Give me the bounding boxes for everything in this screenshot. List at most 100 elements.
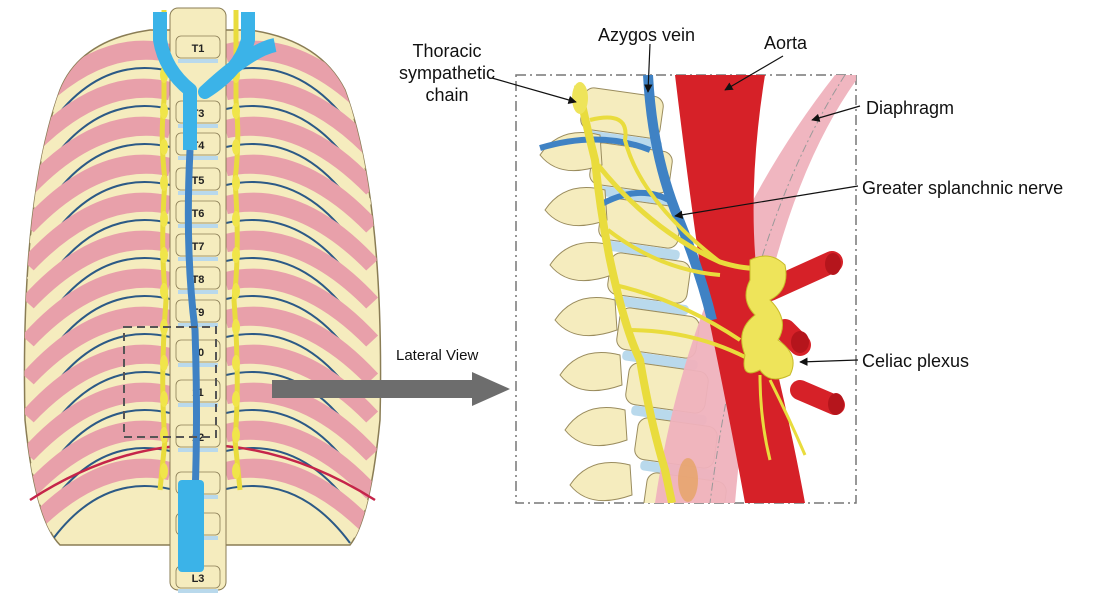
rib-bone	[225, 249, 374, 323]
label-aorta: Aorta	[764, 33, 808, 53]
sympathetic-ganglion-low	[678, 458, 698, 502]
ganglion	[232, 391, 240, 407]
ganglion	[160, 139, 168, 155]
rib-bone	[225, 135, 374, 209]
greater-splanchnic-nerve	[596, 163, 766, 271]
plexus-branches	[758, 374, 807, 461]
ganglion	[160, 283, 168, 299]
leader-diaphragm	[811, 105, 861, 122]
label-lateral-view: Lateral View	[396, 347, 479, 364]
rib-bone	[26, 135, 171, 209]
splanchnic-root-1	[589, 115, 722, 264]
rib-muscle	[223, 78, 379, 161]
rib-bone	[26, 363, 171, 437]
intervertebral-disc	[178, 124, 218, 128]
leader-sympathetic-chain	[491, 77, 577, 104]
intervertebral-disc	[178, 589, 218, 593]
intervertebral-disc	[178, 59, 218, 63]
rib-muscle	[223, 154, 379, 237]
rib-bone	[225, 211, 374, 285]
rib-bone	[26, 173, 171, 247]
rib-bone	[26, 439, 171, 513]
leader-celiac-plexus	[799, 357, 859, 366]
rib-bone	[26, 249, 171, 323]
ganglion	[160, 391, 168, 407]
intercostal-vessel	[49, 485, 171, 544]
ganglion	[160, 211, 168, 227]
leader-lines	[491, 43, 861, 366]
rib-bone	[26, 287, 171, 361]
ganglion	[232, 355, 240, 371]
vertebra-label: T5	[192, 175, 205, 187]
vertebra-label: L3	[192, 573, 205, 585]
rib-bone	[26, 401, 171, 475]
label-celiac-plexus: Celiac plexus	[862, 351, 970, 371]
sympathetic-ganglion-top	[572, 82, 588, 114]
ribs-group	[24, 40, 379, 545]
ganglion	[160, 355, 168, 371]
azygos-vein	[643, 75, 717, 322]
rib-muscle	[223, 192, 379, 275]
label-greater-splanchnic-nerve: Greater splanchnic nerve	[862, 178, 1064, 198]
rib-muscle	[223, 230, 379, 313]
vertebra-label: T1	[192, 43, 205, 55]
rib-muscle	[24, 116, 173, 199]
rib-muscle	[223, 116, 379, 199]
ganglion	[160, 103, 168, 119]
vertebra-label: T7	[192, 241, 205, 253]
celiac-plexus	[741, 255, 794, 380]
rib-muscle	[223, 382, 379, 465]
rib-bone	[225, 173, 374, 247]
branch-end-2	[791, 331, 809, 353]
splanchnic-root-2	[606, 228, 721, 277]
ganglion	[232, 247, 240, 263]
ganglion	[160, 175, 168, 191]
spinous-process	[569, 462, 633, 502]
spinous-processes-group	[539, 132, 633, 502]
rib-bone	[225, 401, 374, 475]
posterior-view: T1T3T4T5T6T7T8T910111212L3	[23, 7, 382, 593]
vertebra-label: T6	[192, 208, 205, 220]
azygos-vessel	[184, 149, 200, 496]
rib-muscle	[24, 306, 173, 389]
rib-bone	[26, 97, 171, 171]
rib-muscle	[24, 192, 173, 275]
label-sympathetic-chain: Thoracic sympathetic chain	[392, 40, 502, 106]
branch-end-3	[828, 393, 844, 415]
ganglion	[160, 247, 168, 263]
lateral-view-arrow	[272, 372, 510, 406]
label-azygos-vein: Azygos vein	[598, 25, 696, 45]
intervertebral-disc	[178, 224, 218, 228]
rib-muscle	[24, 230, 173, 313]
spinous-process	[564, 407, 628, 447]
rib-bone	[225, 363, 374, 437]
leader-aorta	[724, 55, 784, 91]
lateral-view	[515, 74, 857, 504]
spinous-process	[549, 242, 613, 282]
lateral-disc	[613, 295, 689, 316]
rib-muscle	[24, 154, 173, 237]
rib-muscle	[24, 458, 173, 541]
splanchnic-root-3	[614, 283, 742, 342]
intervertebral-disc	[178, 257, 218, 261]
vertebra-label: T8	[192, 274, 205, 286]
rib-muscle	[223, 344, 379, 427]
rib-bone	[26, 211, 171, 285]
leader-azygos-vein	[644, 43, 653, 93]
rib-muscle	[24, 268, 173, 351]
intervertebral-disc	[178, 191, 218, 195]
intervertebral-disc	[178, 290, 218, 294]
label-sympathetic-line2: sympathetic	[398, 63, 496, 83]
rib-bone	[225, 325, 374, 399]
spinous-process	[554, 297, 618, 337]
ganglion	[232, 463, 240, 479]
ganglion	[160, 427, 168, 443]
rib-bone	[26, 325, 171, 399]
rib-muscle	[24, 344, 173, 427]
ganglion	[232, 139, 240, 155]
spinous-process	[559, 352, 623, 392]
label-sympathetic-line3: chain	[425, 85, 469, 105]
branch-end-1	[825, 253, 841, 275]
intervertebral-disc	[178, 156, 218, 160]
